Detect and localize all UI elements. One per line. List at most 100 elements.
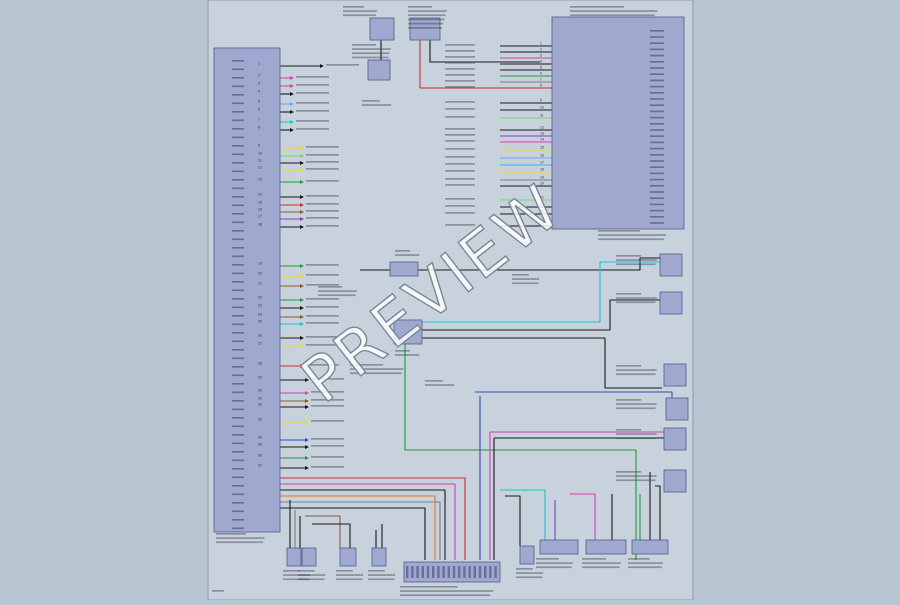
center-junction-caption: [395, 354, 420, 356]
wire-arrow: [300, 180, 304, 184]
bottom-connector-caption: [336, 570, 353, 572]
wire-arrow: [305, 445, 309, 449]
left-module-pin-label: [232, 179, 244, 181]
top-fuse-b-caption: [408, 18, 445, 21]
right-module-pin-label: [650, 92, 664, 94]
right-module-pin-label: [650, 222, 664, 224]
right-pin-number: 19: [540, 176, 544, 180]
main-connector-pin: [473, 566, 476, 578]
left-module-pin-label: [232, 68, 244, 71]
wire-arrow: [300, 364, 304, 368]
left-module-pin-label: [232, 85, 244, 88]
module-connector-rs-2: [659, 291, 683, 315]
module-left-caption: [216, 537, 265, 539]
right-module-pin-label: [650, 110, 664, 113]
wire: [280, 501, 441, 560]
right-pin-number: 23: [540, 210, 544, 214]
bottom-connector-caption: [628, 562, 663, 564]
module-right-caption: [598, 234, 666, 236]
left-circuit-label: [326, 64, 359, 66]
top-fuse-a-caption: [343, 14, 376, 17]
left-module-pin-label: [232, 170, 244, 173]
left-pin-number: 22: [258, 296, 262, 300]
left-pin-number: 19: [258, 262, 262, 266]
right-module-pin-label: [650, 30, 664, 32]
left-module-pin-label: [232, 493, 244, 496]
left-module-pin-label: [232, 510, 244, 513]
right-pin-number: 5: [540, 66, 542, 70]
right-circuit-label: [445, 184, 475, 186]
right-circuit-label: [445, 86, 475, 88]
top-fuse-b-caption: [408, 6, 432, 8]
module-right-control-unit: [551, 16, 685, 230]
bottom-connector-caption: [516, 572, 544, 574]
bottom-connector-caption: [536, 562, 573, 564]
wire-arrow: [305, 466, 309, 470]
left-module-pin-label: [232, 425, 244, 428]
left-module-pin-label: [232, 391, 244, 394]
module-center-junction: [393, 319, 423, 345]
wire-arrow: [300, 203, 304, 207]
wire-arrow: [290, 128, 294, 132]
wire-arrow: [290, 92, 294, 96]
bottom-connector-caption: [536, 566, 572, 569]
left-circuit-label: [306, 364, 339, 366]
left-pin-number: 12: [258, 166, 262, 170]
wire-arrow: [305, 405, 309, 409]
left-module-pin-label: [232, 289, 244, 292]
left-module-pin-label: [232, 94, 244, 96]
module-connector-rs-3: [663, 363, 687, 387]
right-pin-number: 16: [540, 154, 544, 158]
wire: [404, 344, 637, 560]
connector-caption: [616, 403, 657, 405]
right-module-pin-label: [650, 79, 664, 82]
wire-arrow: [300, 146, 304, 150]
junction-branch-note: [512, 274, 529, 276]
right-module-pin-label: [650, 216, 664, 218]
wire-arrow: [300, 217, 304, 221]
junction-note: [425, 384, 455, 386]
module-bottom-conn-8: [631, 539, 669, 555]
left-circuit-label: [306, 284, 339, 286]
left-pin-number: 28: [258, 362, 262, 366]
relay-caption: [352, 52, 390, 55]
right-circuit-label: [445, 80, 475, 82]
right-module-pin-label: [650, 73, 664, 75]
left-circuit-label: [306, 306, 339, 308]
main-connector-pin: [494, 566, 497, 578]
right-circuit-label: [445, 68, 475, 70]
left-pin-number: 9: [258, 144, 260, 148]
wire-arrow: [290, 76, 294, 80]
connector-caption: [616, 263, 656, 266]
left-module-pin-label: [232, 502, 244, 504]
bottom-connector-caption: [400, 594, 491, 597]
left-module-pin-label: [232, 153, 244, 156]
bottom-connector-caption: [368, 578, 395, 581]
left-module-pin-label: [232, 255, 244, 258]
wire-arrow: [305, 420, 309, 424]
wire: [422, 261, 660, 323]
module-bottom-conn-1: [286, 547, 302, 567]
left-pin-number: 34: [258, 436, 262, 440]
left-module-pin-label: [232, 323, 244, 326]
right-pin-number: 22: [540, 203, 544, 207]
bottom-connector-caption: [298, 574, 326, 576]
left-pin-number: 30: [258, 389, 262, 393]
center-left-note: [318, 294, 356, 297]
right-pin-number: 24: [540, 222, 544, 226]
left-module-pin-label: [232, 349, 244, 351]
left-module-pin-label: [232, 238, 244, 241]
right-pin-number: 11: [540, 114, 544, 118]
bottom-connector-caption: [283, 570, 300, 572]
left-pin-number: 29: [258, 376, 262, 380]
main-connector-pin: [484, 566, 487, 578]
module-connector-rs-4: [665, 397, 689, 421]
left-pin-number: 31: [258, 397, 262, 401]
left-module-pin-label: [232, 196, 244, 198]
connector-caption: [616, 475, 657, 477]
left-circuit-label: [296, 102, 329, 104]
left-pin-number: 1: [258, 62, 260, 66]
module-bottom-conn-4: [371, 547, 387, 567]
left-pin-number: 25: [258, 320, 262, 324]
